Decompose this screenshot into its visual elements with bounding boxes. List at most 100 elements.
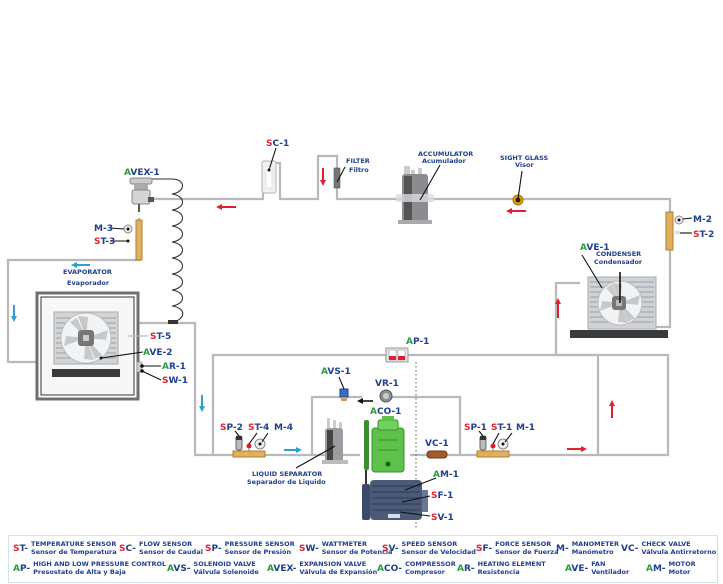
legend-code: ACO- <box>377 563 403 574</box>
legend-es: Ventilador <box>591 567 630 576</box>
legend-es: Resistencia <box>477 567 520 576</box>
legend-en: FLOW SENSOR <box>139 540 193 548</box>
arrow-left-evap-top <box>71 262 90 268</box>
legend-code: VC- <box>621 543 639 554</box>
sw1-label[interactable]: SW-1 <box>162 376 188 386</box>
evaporator-instruments: ST-5 AVE-2 AR-1 SW-1 <box>99 332 188 386</box>
condenser-outlet-manifold: M-2 ST-2 <box>665 211 714 251</box>
legend-en: HIGH AND LOW PRESSURE CONTROL <box>33 560 167 568</box>
compressor-aco1[interactable]: ACO-1 <box>364 407 405 473</box>
sight-glass[interactable]: SIGHT GLASS Visor <box>500 154 548 206</box>
pipe-pressure-control <box>211 353 600 455</box>
sv1-label[interactable]: SV-1 <box>431 513 454 523</box>
regulator-vr1[interactable]: VR-1 <box>375 379 399 403</box>
legend-es: Manómetro <box>571 547 614 556</box>
legend-es: Sensor de Fuerza <box>495 547 559 556</box>
arrow-left-sightglass <box>506 208 526 214</box>
pipe-discharge <box>410 281 670 457</box>
evaporator-label-en: EVAPORATOR <box>63 268 112 276</box>
legend-code: AVE- <box>565 563 589 574</box>
legend-en: CHECK VALVE <box>641 540 691 548</box>
arrow-down-suction <box>199 395 205 412</box>
arrow-left-top <box>216 204 236 210</box>
sp2-label[interactable]: SP-2 <box>220 423 243 433</box>
legend-code: SP- <box>205 543 222 554</box>
condenser[interactable]: AVE-1 CONDENSER Condensador <box>570 243 668 338</box>
legend-en: PRESSURE SENSOR <box>224 540 295 548</box>
legend-es: Válvula Solenoide <box>193 567 259 576</box>
evaporator-label-es: Evaporador <box>67 279 110 287</box>
legend-en: MOTOR <box>668 560 696 568</box>
legend-es: Sensor de Temperatura <box>31 547 117 556</box>
ave1-label: AVE-1 <box>580 243 609 253</box>
sight-glass-label-en: SIGHT GLASS <box>500 154 548 162</box>
liquid-separator-label-es: Separador de Liquido <box>247 478 326 486</box>
arrow-left-bypass <box>357 398 373 404</box>
ar1-label[interactable]: AR-1 <box>162 362 186 372</box>
am1-label: AM-1 <box>433 470 459 480</box>
arrow-right-suction <box>284 447 302 453</box>
capillary-coil <box>150 178 184 323</box>
legend-code: AVEX- <box>267 563 297 574</box>
flow-sensor-sc1[interactable]: SC-1 <box>261 139 289 194</box>
aco1-label: ACO-1 <box>370 407 401 417</box>
st1-label[interactable]: ST-1 <box>491 423 512 433</box>
legend-code: ST- <box>13 543 29 554</box>
m3-label[interactable]: M-3 <box>94 224 113 234</box>
refrigeration-circuit-diagram: SC-1 FILTER Filtro ACCUMULATOR Acumulado… <box>6 139 714 530</box>
m4-label[interactable]: M-4 <box>274 423 293 433</box>
st3-label[interactable]: ST-3 <box>94 237 115 247</box>
condenser-label-es: Condensador <box>594 258 643 266</box>
expansion-valve-avex1[interactable]: AVEX-1 <box>124 168 160 212</box>
sp1-label[interactable]: SP-1 <box>464 423 487 433</box>
legend-es: Válvula de Expansión <box>299 567 378 576</box>
legend-code: M- <box>556 543 569 554</box>
st4-label[interactable]: ST-4 <box>248 423 269 433</box>
legend-es: Sensor de Velocidad <box>401 547 476 556</box>
legend-code: AR- <box>457 563 475 574</box>
solenoid-valve-avs1[interactable]: AVS-1 <box>321 367 351 401</box>
legend-code: SV- <box>382 543 399 554</box>
accumulator[interactable]: ACCUMULATOR Acumulador <box>396 150 473 224</box>
legend-es: Compresor <box>405 567 445 576</box>
sf1-label[interactable]: SF-1 <box>431 491 453 501</box>
legend-code: AVS- <box>167 563 191 574</box>
arrow-up-right <box>609 400 615 418</box>
st5-label[interactable]: ST-5 <box>150 332 171 342</box>
liquid-separator[interactable]: LIQUID SEPARATOR Separador de Liquido <box>247 418 348 486</box>
m1-label[interactable]: M-1 <box>516 423 535 433</box>
st2-label[interactable]: ST-2 <box>693 230 714 240</box>
sc1-label: SC-1 <box>266 139 289 149</box>
legend-es: Válvula Antirretorno <box>641 547 717 556</box>
vc1-label: VC-1 <box>425 439 449 449</box>
motor-am1[interactable]: AM-1 SF-1 SV-1 <box>362 470 459 523</box>
evaporator-inlet-manifold: M-3 ST-3 <box>94 219 143 261</box>
ap1-label: AP-1 <box>406 337 429 347</box>
vr1-label: VR-1 <box>375 379 399 389</box>
filter[interactable]: FILTER Filtro <box>333 157 370 189</box>
accumulator-label-es: Acumulador <box>422 157 467 165</box>
legend-en: TEMPERATURE SENSOR <box>31 540 117 548</box>
accumulator-label-en: ACCUMULATOR <box>418 150 473 158</box>
ave2-label[interactable]: AVE-2 <box>143 348 172 358</box>
liquid-separator-label-en: LIQUID SEPARATOR <box>252 470 322 478</box>
evaporator[interactable]: EVAPORATOR Evaporador <box>35 268 143 401</box>
legend-en: FORCE SENSOR <box>495 540 552 548</box>
avex1-label: AVEX-1 <box>124 168 160 178</box>
legend-es: Sensor de Presión <box>224 547 292 556</box>
legend-en: MANOMETER <box>571 540 619 548</box>
check-valve-vc1[interactable]: VC-1 <box>425 439 449 459</box>
m2-label[interactable]: M-2 <box>693 215 712 225</box>
legend-en: FAN <box>591 560 606 568</box>
